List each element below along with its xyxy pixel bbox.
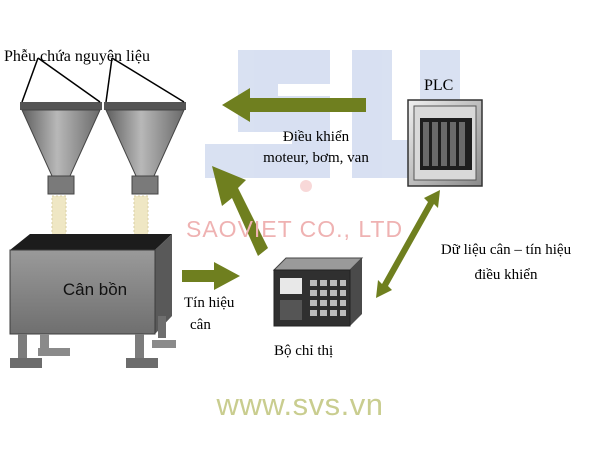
control-label-line1: Điều khiển <box>282 129 350 145</box>
watermark-company-text: SAOVIET CO., LTD <box>186 216 404 242</box>
data-label-line1: Dữ liệu cân – tín hiệu <box>440 242 572 258</box>
arrow-group <box>182 88 440 298</box>
signal-label-line2: cân <box>190 317 211 333</box>
plc-device <box>407 99 483 187</box>
website-url: www.svs.vn <box>216 387 384 422</box>
plc-label: PLC <box>424 77 454 94</box>
tank-scale-label: Cân bồn <box>62 280 128 299</box>
indicator-label: Bộ chỉ thị <box>274 343 334 359</box>
control-label-line2: moteur, bơm, van <box>263 150 369 166</box>
hopper-label: Phễu chứa nguyên liệu <box>4 48 150 65</box>
arrow-signal-to-indicator <box>182 262 240 290</box>
indicator-device <box>272 257 364 327</box>
data-label-line2: điều khiển <box>474 267 538 283</box>
hopper-left <box>20 57 102 195</box>
tank-scale <box>9 234 176 368</box>
material-stream <box>51 195 149 241</box>
arrow-indicator-to-controls <box>212 166 268 256</box>
arrow-data-bidirectional <box>376 190 440 298</box>
hopper-right <box>104 57 186 195</box>
arrow-plc-to-hopper <box>222 88 366 122</box>
signal-label-line1: Tín hiệu <box>184 295 235 311</box>
